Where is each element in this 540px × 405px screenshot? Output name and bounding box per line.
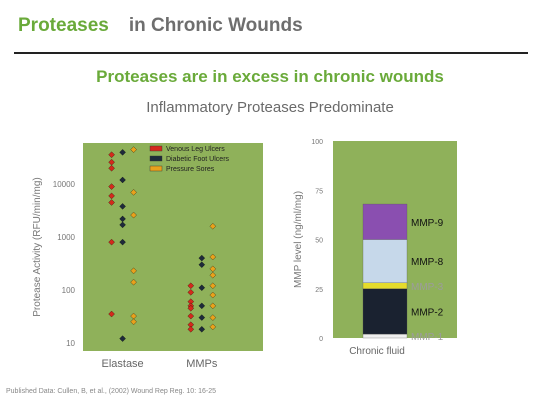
y-tick-label: 50 <box>315 238 323 245</box>
data-point-diabetic-foot-ulcers <box>119 221 126 229</box>
data-point-diabetic-foot-ulcers <box>119 335 126 342</box>
segment-label-mmp-2: MMP-2 <box>411 307 444 318</box>
bar-segment-mmp-1 <box>362 333 408 339</box>
data-point-diabetic-foot-ulcers <box>198 284 206 291</box>
data-point-pressure-sores <box>209 271 217 279</box>
data-point-pressure-sores <box>209 291 217 299</box>
y-tick-label: 25 <box>315 287 323 294</box>
x-tick-label-elastase: Elastase <box>101 358 143 370</box>
data-point-venous-leg-ulcers <box>108 192 115 200</box>
data-point-venous-leg-ulcers <box>187 289 195 296</box>
data-point-pressure-sores <box>209 302 217 310</box>
data-point-diabetic-foot-ulcers <box>198 314 206 321</box>
slide-subtitle-secondary: Inflammatory Proteases Predominate <box>146 99 394 116</box>
header-word-proteases: Proteases <box>18 15 109 36</box>
legend-swatch-venous-leg-ulcers <box>149 145 163 152</box>
y-tick-label: 100 <box>62 286 76 295</box>
segment-label-mmp-9: MMP-9 <box>411 218 444 229</box>
data-point-pressure-sores <box>209 253 217 261</box>
slide-subtitle: Proteases are in excess in chronic wound… <box>96 67 444 86</box>
data-point-diabetic-foot-ulcers <box>198 254 206 262</box>
y-tick-label: 10000 <box>53 180 76 189</box>
segment-label-mmp-1: MMP-1 <box>411 332 444 343</box>
x-tick-label-mmps: MMPs <box>186 358 218 370</box>
data-point-pressure-sores <box>209 282 217 289</box>
data-point-diabetic-foot-ulcers <box>119 203 126 210</box>
page-header: Proteases in Chronic Wounds <box>18 15 303 37</box>
y-tick-label: 75 <box>315 188 323 195</box>
data-point-pressure-sores <box>209 314 217 321</box>
data-point-diabetic-foot-ulcers <box>198 261 206 268</box>
bar-segment-mmp-3 <box>362 282 408 289</box>
data-point-venous-leg-ulcers <box>108 238 115 246</box>
legend-swatch-pressure-sores <box>149 165 163 172</box>
plot-area <box>83 143 263 351</box>
segment-label-mmp-3: MMP-3 <box>411 282 444 293</box>
data-point-diabetic-foot-ulcers <box>119 176 126 184</box>
header-word-rest: in Chronic Wounds <box>128 15 303 36</box>
data-point-diabetic-foot-ulcers <box>119 149 126 156</box>
data-point-venous-leg-ulcers <box>187 282 195 289</box>
data-point-venous-leg-ulcers <box>187 305 195 312</box>
data-point-pressure-sores <box>130 318 137 325</box>
legend-swatch-diabetic-foot-ulcers <box>149 155 163 162</box>
data-point-diabetic-foot-ulcers <box>198 302 206 310</box>
data-point-diabetic-foot-ulcers <box>198 326 206 333</box>
y-tick-label: 100 <box>311 139 323 146</box>
data-point-venous-leg-ulcers <box>108 165 115 172</box>
data-point-venous-leg-ulcers <box>108 183 115 190</box>
legend-label-diabetic-foot-ulcers: Diabetic Foot Ulcers <box>166 156 230 163</box>
y-axis-label: Protease Activity (RFU/min/mg) <box>32 177 43 316</box>
data-point-pressure-sores <box>130 278 137 286</box>
y-tick-label: 10 <box>66 339 75 348</box>
data-point-pressure-sores <box>130 211 137 219</box>
legend-label-venous-leg-ulcers: Venous Leg Ulcers <box>166 146 225 153</box>
data-point-pressure-sores <box>209 223 217 230</box>
legend-label-pressure-sores: Pressure Sores <box>166 166 215 173</box>
data-point-diabetic-foot-ulcers <box>119 238 126 246</box>
data-point-venous-leg-ulcers <box>108 310 115 318</box>
data-point-venous-leg-ulcers <box>108 151 115 158</box>
data-point-venous-leg-ulcers <box>108 199 115 206</box>
data-point-pressure-sores <box>209 265 217 273</box>
y-tick-label: 1000 <box>57 233 75 242</box>
y-axis-label: MMP level (ng/ml/mg) <box>293 191 304 288</box>
bar-segment-mmp-8 <box>362 239 408 283</box>
bar-segment-mmp-2 <box>362 288 408 335</box>
x-tick-label-chronic-fluid: Chronic fluid <box>349 346 405 357</box>
segment-label-mmp-8: MMP-8 <box>411 257 444 268</box>
footnote: Published Data: Cullen, B, et al., (2002… <box>6 388 216 395</box>
data-point-pressure-sores <box>130 146 137 153</box>
data-point-pressure-sores <box>130 267 137 275</box>
y-tick-label: 0 <box>319 336 323 343</box>
data-point-venous-leg-ulcers <box>187 326 195 333</box>
header-divider <box>14 52 528 54</box>
data-point-pressure-sores <box>209 323 217 331</box>
data-point-pressure-sores <box>130 189 137 196</box>
bar-segment-mmp-9 <box>362 203 408 240</box>
data-point-venous-leg-ulcers <box>187 312 195 320</box>
